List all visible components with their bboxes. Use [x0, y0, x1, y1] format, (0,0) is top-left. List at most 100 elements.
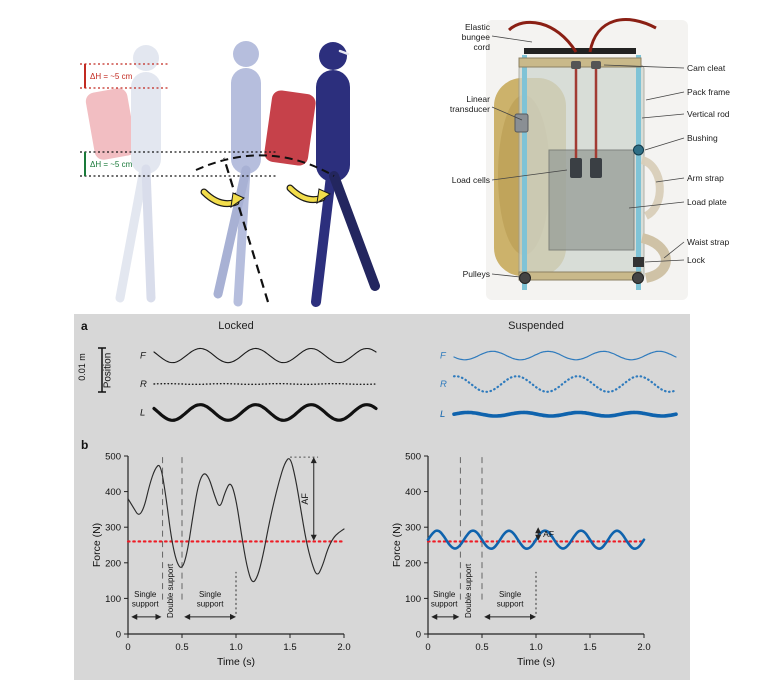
- navy-face-mark: [338, 49, 350, 56]
- ghost-torso: [131, 72, 161, 174]
- arrowhead: [431, 613, 438, 620]
- x-tick-label: 1.0: [529, 642, 542, 653]
- vertical-rod-right: [636, 55, 641, 290]
- ghost-head: [133, 45, 159, 71]
- y-tick-label: 500: [405, 452, 421, 463]
- navy-head: [319, 42, 347, 70]
- label-bushing: Bushing: [687, 133, 718, 143]
- x-axis-label: Time (s): [517, 656, 555, 668]
- x-axis-label: Time (s): [217, 656, 255, 668]
- x-tick-label: 0: [425, 642, 430, 653]
- trace-R: [452, 375, 678, 393]
- label-cam-cleat: Cam cleat: [687, 63, 726, 73]
- arrowhead: [131, 613, 138, 620]
- y-tick-label: 100: [105, 594, 121, 605]
- arrowhead: [453, 613, 460, 620]
- label-lock: Lock: [687, 255, 706, 265]
- load-cell-right: [590, 158, 602, 178]
- pink-backpack: [85, 88, 137, 160]
- support-label: Single: [499, 590, 522, 599]
- position-chart-suspended: FRL: [440, 350, 678, 420]
- trace-label-R: R: [140, 379, 147, 390]
- y-tick-label: 400: [405, 487, 421, 498]
- arrowhead: [310, 534, 317, 541]
- dh-upper-annotation: ΔH = ~5 cm: [80, 63, 168, 89]
- label-load-plate: Load plate: [687, 197, 727, 207]
- x-tick-label: 1.5: [583, 642, 596, 653]
- leader-linear-transducer: [491, 106, 523, 121]
- axes: [127, 456, 344, 635]
- support-label: support: [497, 599, 524, 608]
- support-label: support: [197, 599, 224, 608]
- leader-pack-frame: [645, 91, 685, 101]
- y-tick-label: 300: [405, 523, 421, 534]
- leader-arm-strap: [655, 177, 685, 183]
- x-tick-label: 0: [125, 642, 130, 653]
- force-trace: [426, 529, 646, 550]
- x-tick-label: 1.5: [283, 642, 296, 653]
- arm-strap: [640, 156, 664, 220]
- middle-torso: [231, 68, 261, 174]
- dh-upper-label: ΔH = ~5 cm: [90, 72, 133, 81]
- trace-L: [452, 410, 678, 418]
- leader-load-cells: [491, 169, 568, 181]
- dh-lower-label: ΔH = ~5 cm: [90, 160, 133, 169]
- arrowhead: [535, 534, 542, 541]
- bungee-cord-left: [507, 20, 578, 53]
- support-label: Single: [134, 590, 157, 599]
- trace-F: [453, 350, 677, 361]
- load-cell-left: [570, 158, 582, 178]
- support-label: support: [132, 599, 159, 608]
- y-tick-label: 300: [105, 523, 121, 534]
- bushing: [633, 144, 644, 156]
- label-vertical-rod: Vertical rod: [687, 109, 730, 119]
- label-waist-strap: Waist strap: [687, 237, 729, 247]
- dh-lower-annotation: ΔH = ~5 cm: [80, 151, 278, 177]
- trace-F: [153, 347, 377, 364]
- y-tick-label: 0: [116, 630, 121, 641]
- pulley-right: [632, 272, 644, 284]
- leader-elastic-bungee-cord: [491, 35, 533, 43]
- vertical-rod-left: [522, 55, 527, 290]
- yellow-arrow-right: [286, 184, 332, 205]
- navy-figure: [311, 42, 380, 307]
- leader-cam-cleat: [603, 64, 685, 69]
- pivot-dashed-line: [222, 157, 270, 303]
- position-chart-locked: FRL: [140, 347, 378, 422]
- trace-R: [153, 382, 377, 386]
- arrowhead: [484, 613, 491, 620]
- x-tick-label: 0.5: [475, 642, 488, 653]
- walking-illustration: ΔH = ~5 cm ΔH = ~5 cm: [80, 41, 380, 307]
- arrowhead: [310, 457, 317, 464]
- column-title-suspended: Suspended: [508, 320, 564, 332]
- support-label: support: [431, 599, 458, 608]
- af-label: AF: [543, 529, 554, 539]
- double-support-label: Double support: [166, 563, 175, 618]
- arrowhead: [184, 613, 191, 620]
- label-load-cells: Load cells: [452, 175, 490, 185]
- label-bungee: bungee: [462, 32, 491, 42]
- trace-label-R: R: [440, 379, 447, 390]
- bottom-crossbar: [518, 271, 642, 281]
- x-tick-label: 0.5: [175, 642, 188, 653]
- x-tick-label: 1.0: [229, 642, 242, 653]
- leader-lock: [644, 259, 685, 263]
- scalebar: [98, 347, 106, 393]
- leader-bushing: [644, 137, 685, 151]
- red-backpack: [264, 90, 316, 166]
- middle-leg-back: [213, 165, 251, 299]
- backpack-apparatus-diagram: Elastic bungee cord Linear transducer Lo…: [450, 18, 730, 300]
- y-tick-label: 200: [105, 558, 121, 569]
- label-pulleys: Pulleys: [463, 269, 490, 279]
- middle-figure: [213, 41, 261, 307]
- panel-b-label: b: [81, 438, 89, 452]
- position-axis-label: Position: [102, 352, 114, 389]
- arrowhead: [230, 613, 236, 620]
- leader-pulleys: [491, 273, 521, 278]
- arrowhead: [155, 613, 162, 620]
- label-elastic: Elastic: [465, 22, 491, 32]
